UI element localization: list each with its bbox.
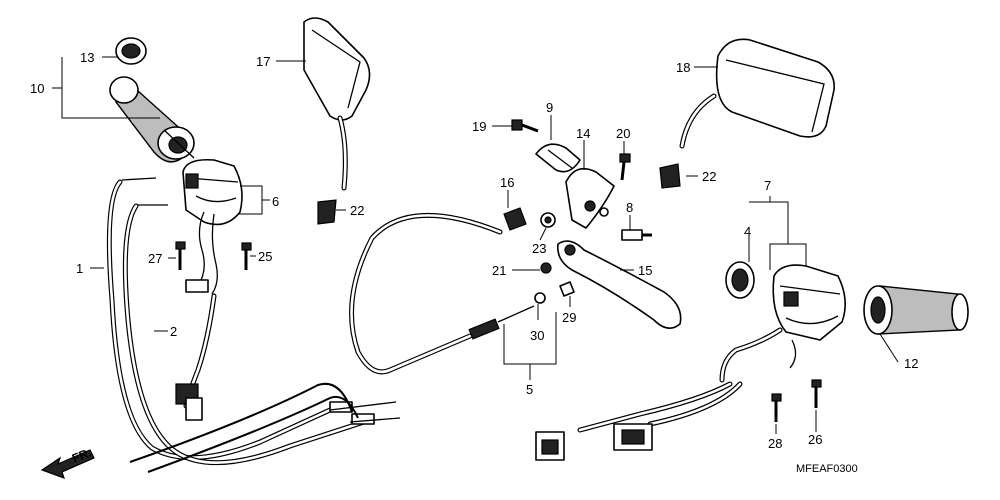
callout-23: 23 bbox=[532, 241, 546, 256]
right-grip bbox=[863, 285, 969, 335]
left-grip-end-cap bbox=[115, 37, 147, 65]
pivot-bolt-23 bbox=[540, 212, 556, 228]
callout-18: 18 bbox=[676, 60, 690, 75]
callout-22-left: 22 bbox=[350, 203, 364, 218]
callout-2: 2 bbox=[170, 324, 177, 339]
callout-5: 5 bbox=[526, 382, 533, 397]
right-mirror bbox=[679, 38, 835, 149]
handlebar bbox=[129, 382, 359, 473]
callout-15: 15 bbox=[638, 263, 652, 278]
callout-22-right: 22 bbox=[702, 169, 716, 184]
screw-28 bbox=[771, 393, 782, 422]
callout-6: 6 bbox=[272, 194, 279, 209]
left-mirror bbox=[303, 17, 371, 191]
mirror-nut-right bbox=[659, 163, 681, 189]
front-arrow-label: FR. bbox=[70, 445, 93, 465]
callout-7: 7 bbox=[764, 178, 771, 193]
callout-21: 21 bbox=[492, 263, 506, 278]
right-switch-harness bbox=[535, 327, 797, 461]
callout-19: 19 bbox=[472, 119, 486, 134]
callout-26: 26 bbox=[808, 432, 822, 447]
lever-holder-clamp-9 bbox=[535, 143, 581, 173]
callout-12: 12 bbox=[904, 356, 918, 371]
throttle-cables bbox=[106, 177, 401, 466]
adjuster-16 bbox=[503, 207, 527, 231]
mirror-nut-left bbox=[317, 199, 337, 225]
nut-29 bbox=[559, 281, 575, 297]
callout-4: 4 bbox=[744, 224, 751, 239]
reference-code: MFEAF0300 bbox=[796, 463, 858, 475]
screw-25 bbox=[241, 242, 252, 270]
front-direction-arrow bbox=[40, 449, 95, 479]
callout-27: 27 bbox=[148, 251, 162, 266]
callout-28: 28 bbox=[768, 436, 782, 451]
screw-27 bbox=[175, 241, 186, 270]
callout-10: 10 bbox=[30, 81, 44, 96]
clamp-bolt-19 bbox=[511, 119, 539, 133]
callout-29: 29 bbox=[562, 310, 576, 325]
nut-21 bbox=[540, 262, 552, 274]
callout-16: 16 bbox=[500, 175, 514, 190]
clutch-cable bbox=[349, 212, 535, 375]
right-switch-housing bbox=[772, 264, 846, 341]
screw-26 bbox=[811, 379, 822, 408]
left-throttle-grip bbox=[109, 76, 195, 163]
callout-13: 13 bbox=[80, 50, 94, 65]
callout-20: 20 bbox=[616, 126, 630, 141]
screw-20 bbox=[619, 153, 631, 181]
clutch-lever-15 bbox=[556, 240, 682, 329]
callout-8: 8 bbox=[626, 200, 633, 215]
callout-25: 25 bbox=[258, 249, 272, 264]
callout-30: 30 bbox=[530, 328, 544, 343]
grommet-4 bbox=[725, 261, 755, 299]
callout-17: 17 bbox=[256, 54, 270, 69]
switch-8 bbox=[621, 229, 652, 241]
washer-30 bbox=[534, 292, 546, 304]
lever-bracket-14 bbox=[565, 167, 615, 229]
callout-1: 1 bbox=[76, 261, 83, 276]
callout-9: 9 bbox=[546, 100, 553, 115]
leader-lines bbox=[52, 56, 899, 434]
left-switch-harness bbox=[175, 293, 217, 421]
callout-14: 14 bbox=[576, 126, 590, 141]
left-switch-housing bbox=[182, 158, 243, 295]
